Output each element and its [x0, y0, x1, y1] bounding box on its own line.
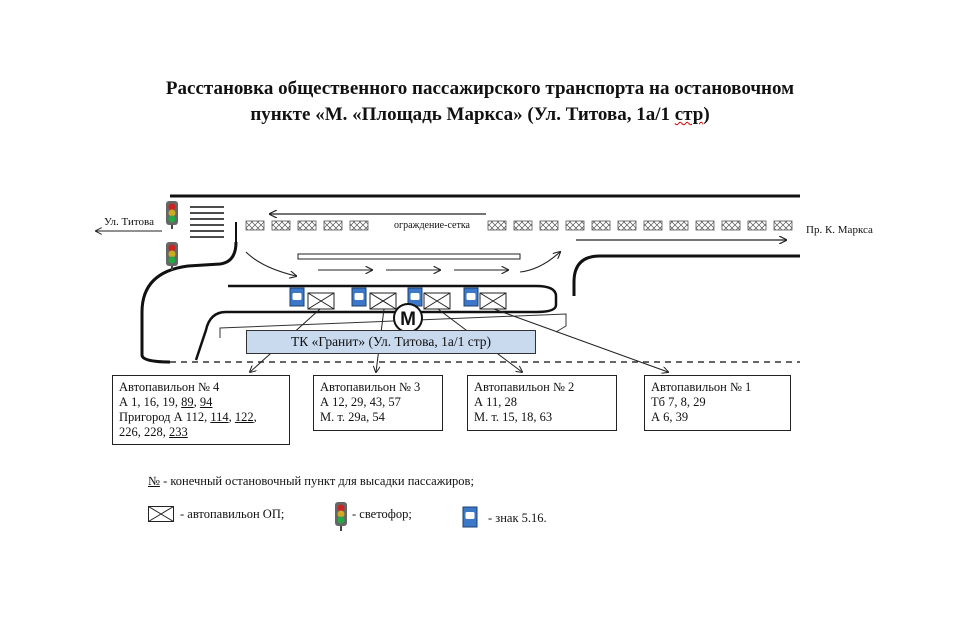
bus-stop-sign-icon	[289, 287, 305, 307]
title-line-2-end: )	[703, 104, 710, 125]
legend-sign-text: - знак 5.16.	[488, 511, 547, 525]
title-line-1: Расстановка общественного пассажирского …	[165, 78, 795, 99]
title-line-2-main: пункте «М. «Площадь Маркса» (Ул. Титова,…	[250, 104, 675, 125]
platform-guide	[219, 313, 567, 338]
lane-arrow-exit	[519, 252, 560, 273]
pavilion-4-box: Автопавильон № 4 А 1, 16, 19, 89, 94 При…	[112, 375, 290, 445]
lane-arrow-entry	[245, 251, 296, 276]
bus-stop-sign-icon	[351, 287, 367, 307]
metro-letter: М	[400, 309, 416, 330]
pavilion-icon	[479, 292, 507, 310]
metro-icon: М	[393, 303, 423, 333]
pavilion-3-box: Автопавильон № 3 А 12, 29, 43, 57 М. т. …	[313, 375, 443, 431]
legend-traffic-light-icon	[335, 502, 347, 531]
street-label-marksa: Пр. К. Маркса	[806, 224, 873, 236]
pavilion-1-box: Автопавильон № 1 Тб 7, 8, 29 А 6, 39	[644, 375, 791, 431]
fence-label: ограждение-сетка	[392, 220, 472, 231]
road-edge-left	[140, 241, 238, 364]
road-edge-right	[572, 254, 800, 296]
street-label-titova: Ул. Титова	[104, 216, 154, 228]
pavilion-4-routes-2: Пригород А 112, 114, 122,	[119, 410, 257, 424]
stop-platform	[194, 284, 558, 361]
traffic-light-icon	[166, 201, 178, 229]
pedestrian-crossing	[190, 206, 224, 238]
pavilion-3-routes-1: А 12, 29, 43, 57	[320, 395, 401, 409]
terminal-symbol: №	[148, 474, 160, 488]
traffic-light-icon	[166, 242, 178, 270]
legend-traffic-light-text: - светофор;	[352, 507, 412, 521]
fence-mesh	[245, 220, 793, 231]
pavilion-1-title: Автопавильон № 1	[651, 380, 752, 394]
pavilion-4-title: Автопавильон № 4	[119, 380, 220, 394]
building-granit: ТК «Гранит» (Ул. Титова, 1а/1 стр)	[246, 330, 536, 354]
pavilion-2-routes-1: А 11, 28	[474, 395, 517, 409]
title-line-2-underlined: стр	[674, 104, 704, 125]
pavilion-icon	[369, 292, 397, 310]
pavilion-3-routes-2: М. т. 29а, 54	[320, 410, 385, 424]
pavilion-2-routes-2: М. т. 15, 18, 63	[474, 410, 553, 424]
pavilion-1-routes-2: А 6, 39	[651, 410, 689, 424]
pavilion-4-routes-3: 226, 228, 233	[119, 425, 188, 439]
pavilion-3-title: Автопавильон № 3	[320, 380, 421, 394]
bus-stop-sign-icon	[463, 287, 479, 307]
pavilion-1-routes-1: Тб 7, 8, 29	[651, 395, 706, 409]
legend-sign-icon	[462, 506, 478, 528]
pavilion-2-title: Автопавильон № 2	[474, 380, 575, 394]
legend-pavilion-text: - автопавильон ОП;	[180, 507, 285, 521]
diagram-title: Расстановка общественного пассажирского …	[0, 76, 960, 128]
pavilion-4-routes-1: А 1, 16, 19, 89, 94	[119, 395, 213, 409]
pavilion-2-box: Автопавильон № 2 А 11, 28 М. т. 15, 18, …	[467, 375, 617, 431]
legend-pavilion-icon	[148, 506, 174, 522]
pavilion-icon	[307, 292, 335, 310]
median-strip	[297, 253, 521, 260]
pavilion-icon	[423, 292, 451, 310]
title-line-2: пункте «М. «Площадь Маркса» (Ул. Титова,…	[0, 102, 960, 128]
legend-terminal-text: - конечный остановочный пункт для высадк…	[159, 474, 474, 488]
legend-terminal: № - конечный остановочный пункт для выса…	[148, 474, 474, 489]
